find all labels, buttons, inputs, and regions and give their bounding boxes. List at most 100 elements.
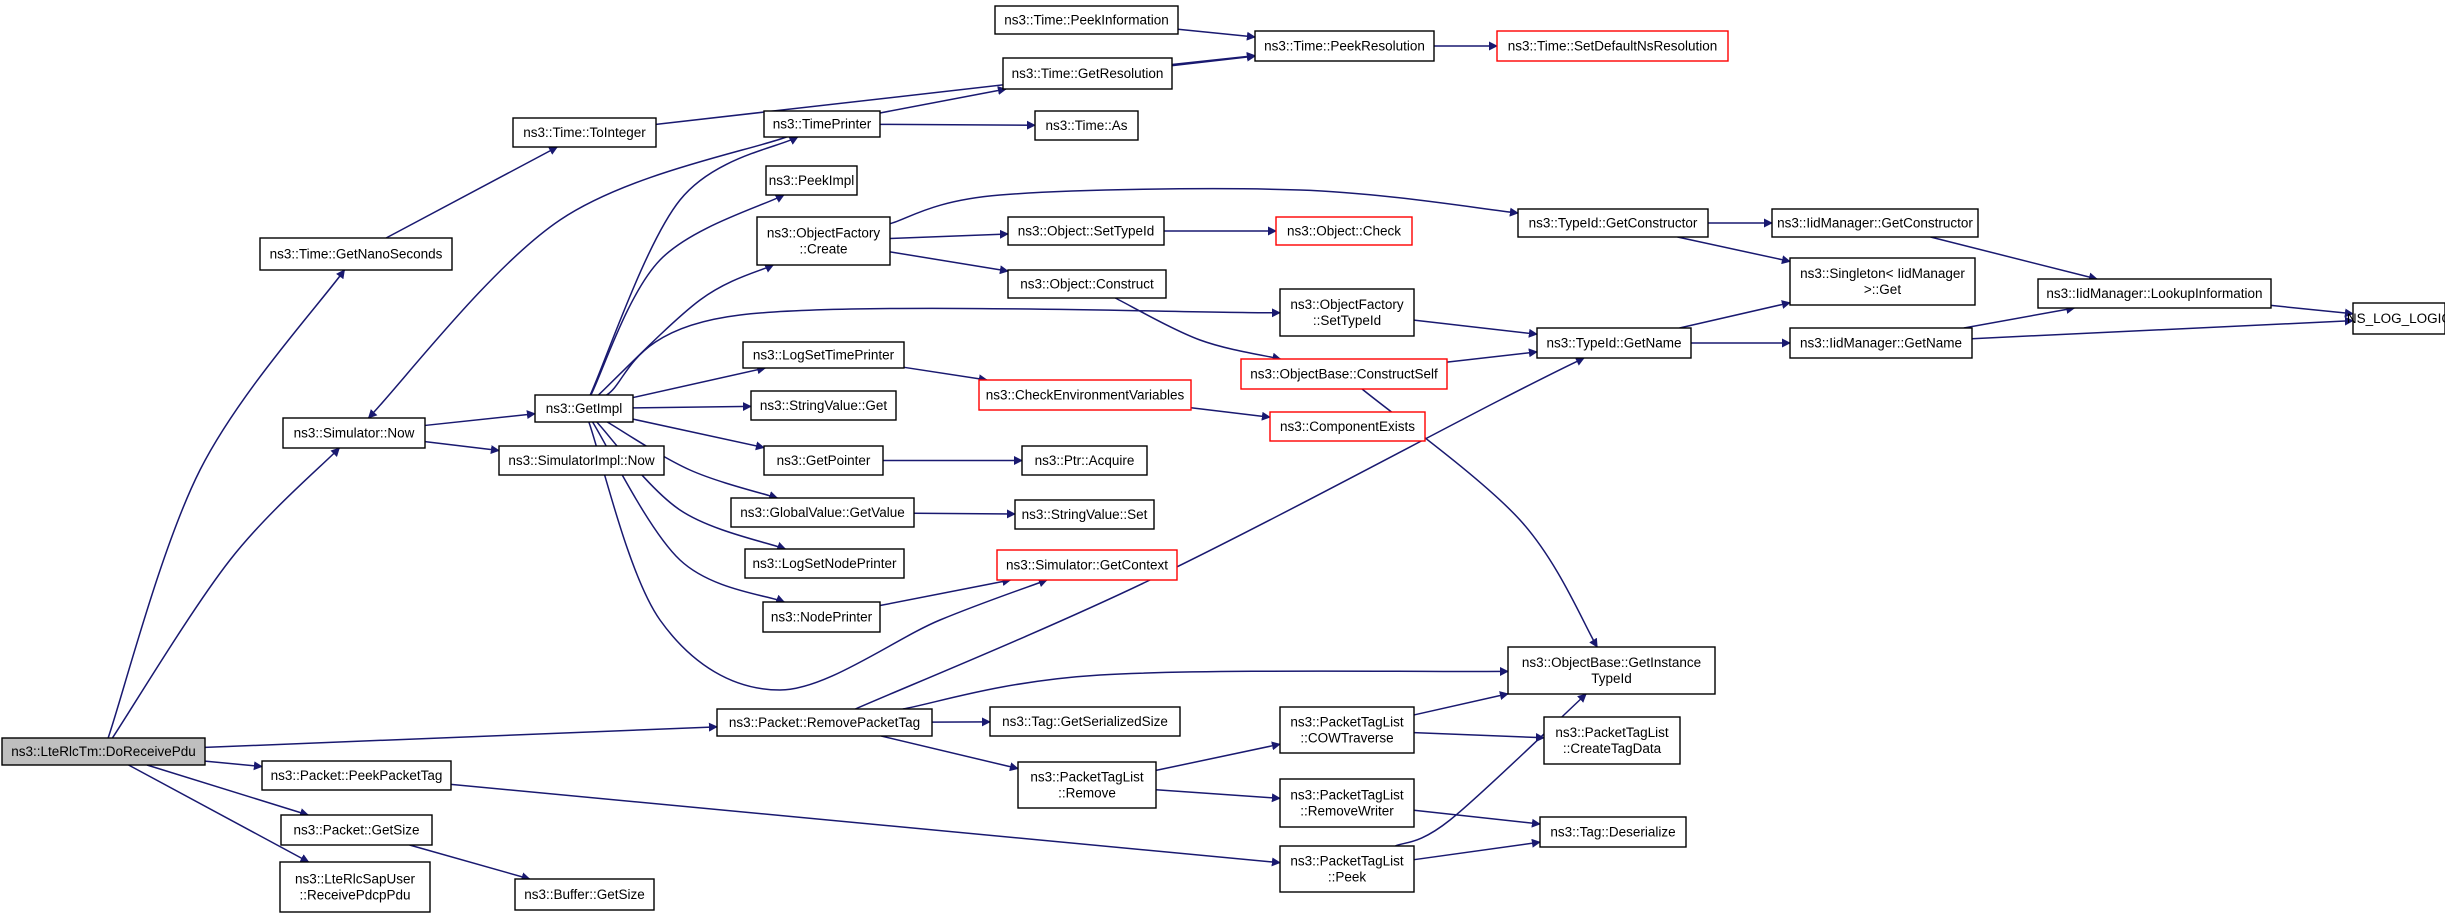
node-box: [1279, 845, 1415, 893]
node-objsettypeid[interactable]: ns3::Object::SetTypeId: [1007, 216, 1165, 246]
node-pktgetsize[interactable]: ns3::Packet::GetSize: [280, 814, 433, 846]
edge-ofcreate-to-objsettypeid: [889, 229, 1009, 240]
node-box: [1771, 208, 1979, 238]
node-label: ns3::ObjectBase::GetInstance: [1522, 655, 1701, 670]
edge-getimpl-to-ofsettypeid: [606, 307, 1281, 396]
node-gvgetvalue[interactable]: ns3::GlobalValue::GetValue: [730, 497, 915, 528]
node-label: ns3::Time::PeekInformation: [1004, 13, 1169, 28]
node-simnow[interactable]: ns3::Simulator::Now: [282, 417, 426, 449]
node-label: ns3::Time::PeekResolution: [1264, 39, 1425, 54]
node-strvalset[interactable]: ns3::StringValue::Set: [1014, 499, 1155, 530]
edge-peekpkttag-to-ptlpeek: [450, 783, 1281, 867]
node-box: [1, 737, 206, 766]
node-box: [1017, 761, 1157, 809]
node-timeprinter[interactable]: ns3::TimePrinter: [763, 110, 881, 138]
node-typeidgetname[interactable]: ns3::TypeId::GetName: [1536, 327, 1692, 359]
node-setdefns[interactable]: ns3::Time::SetDefaultNsResolution: [1496, 30, 1729, 62]
node-bufgetsize[interactable]: ns3::Buffer::GetSize: [514, 878, 655, 911]
node-label: ::Peek: [1328, 870, 1367, 885]
node-box: [1279, 706, 1415, 754]
node-label: ns3::Tag::Deserialize: [1550, 825, 1675, 840]
node-constructself[interactable]: ns3::ObjectBase::ConstructSelf: [1240, 358, 1448, 390]
node-label: ns3::Time::GetNanoSeconds: [270, 247, 443, 262]
node-ofcreate[interactable]: ns3::ObjectFactory::Create: [756, 216, 891, 266]
node-label: NS_LOG_LOGIC: [2347, 311, 2445, 326]
node-label: ns3::Time::ToInteger: [523, 125, 646, 140]
node-label: ns3::PacketTagList: [1555, 725, 1669, 740]
node-box: [742, 341, 905, 369]
node-logsetnp[interactable]: ns3::LogSetNodePrinter: [744, 548, 905, 579]
node-ptracquire[interactable]: ns3::Ptr::Acquire: [1021, 445, 1148, 476]
node-simimplnow[interactable]: ns3::SimulatorImpl::Now: [498, 445, 665, 476]
node-peekinfo[interactable]: ns3::Time::PeekInformation: [994, 5, 1179, 35]
node-peekpkttag[interactable]: ns3::Packet::PeekPacketTag: [261, 760, 452, 791]
edge-ptlcow-to-getinsttypeid: [1413, 691, 1509, 716]
node-nslog[interactable]: NS_LOG_LOGIC: [2347, 302, 2445, 335]
node-compexists[interactable]: ns3::ComponentExists: [1269, 411, 1426, 442]
node-simgetctx[interactable]: ns3::Simulator::GetContext: [996, 549, 1178, 581]
node-singleton[interactable]: ns3::Singleton< IidManager>::Get: [1789, 257, 1976, 306]
node-label: ns3::IidManager::GetName: [1800, 336, 1962, 351]
edge-getimpl-to-peekimpl: [590, 194, 785, 396]
node-label: ns3::Packet::GetSize: [293, 823, 419, 838]
edge-iidgetname-to-nslog: [1971, 316, 2354, 340]
node-logsettp[interactable]: ns3::LogSetTimePrinter: [742, 341, 905, 369]
edge-removepkttag-to-ptlremove: [881, 735, 1019, 772]
node-iidgetname[interactable]: ns3::IidManager::GetName: [1789, 327, 1973, 359]
node-box: [978, 379, 1192, 411]
node-box: [1014, 499, 1155, 530]
node-label: ns3::ComponentExists: [1280, 419, 1415, 434]
node-taggetser[interactable]: ns3::Tag::GetSerializedSize: [989, 706, 1181, 737]
node-ptlpeek[interactable]: ns3::PacketTagList::Peek: [1279, 845, 1415, 893]
node-label: ns3::PacketTagList: [1290, 854, 1404, 869]
node-checkenv[interactable]: ns3::CheckEnvironmentVariables: [978, 379, 1192, 411]
node-label: ns3::StringValue::Set: [1022, 507, 1148, 522]
node-getnano[interactable]: ns3::Time::GetNanoSeconds: [259, 237, 453, 271]
node-ptlcreate[interactable]: ns3::PacketTagList::CreateTagData: [1543, 716, 1681, 765]
node-box: [1543, 716, 1681, 765]
node-box: [1034, 110, 1139, 141]
node-getres[interactable]: ns3::Time::GetResolution: [1002, 57, 1173, 90]
node-objcheck[interactable]: ns3::Object::Check: [1275, 216, 1413, 246]
edge-root-to-saprecv: [128, 764, 310, 863]
node-iidgetctor[interactable]: ns3::IidManager::GetConstructor: [1771, 208, 1979, 238]
node-label: ns3::TypeId::GetConstructor: [1529, 216, 1698, 231]
node-label: ns3::ObjectBase::ConstructSelf: [1250, 367, 1438, 382]
node-peekimpl[interactable]: ns3::PeekImpl: [765, 165, 858, 196]
node-box: [498, 445, 665, 476]
node-box: [989, 706, 1181, 737]
edge-removepkttag-to-getinsttypeid: [902, 666, 1509, 710]
node-objconstruct[interactable]: ns3::Object::Construct: [1007, 269, 1167, 299]
edge-timeprinter-to-timeas: [879, 120, 1036, 130]
node-typeidgetctor[interactable]: ns3::TypeId::GetConstructor: [1517, 208, 1709, 238]
node-getpointer[interactable]: ns3::GetPointer: [763, 445, 884, 476]
edge-ofcreate-to-typeidgetctor: [889, 187, 1519, 225]
node-tointeger[interactable]: ns3::Time::ToInteger: [512, 117, 657, 148]
node-box: [756, 216, 891, 266]
node-ptlcow[interactable]: ns3::PacketTagList::COWTraverse: [1279, 706, 1415, 754]
edge-iidgetctor-to-lookupinfo: [1930, 236, 2098, 282]
node-box: [1254, 30, 1435, 62]
node-label: ::COWTraverse: [1300, 731, 1393, 746]
node-label: ns3::Tag::GetSerializedSize: [1002, 714, 1168, 729]
edge-checkenv-to-compexists: [1190, 406, 1271, 421]
node-root[interactable]: ns3::LteRlcTm::DoReceivePdu: [1, 737, 206, 766]
node-removepkttag[interactable]: ns3::Packet::RemovePacketTag: [716, 708, 933, 737]
node-ptlremove[interactable]: ns3::PacketTagList::Remove: [1017, 761, 1157, 809]
node-strvalget[interactable]: ns3::StringValue::Get: [750, 390, 897, 421]
node-timeas[interactable]: ns3::Time::As: [1034, 110, 1139, 141]
node-getimpl[interactable]: ns3::GetImpl: [534, 394, 634, 423]
node-ptlremwriter[interactable]: ns3::PacketTagList::RemoveWriter: [1279, 778, 1415, 828]
node-tagdeser[interactable]: ns3::Tag::Deserialize: [1539, 816, 1687, 848]
edge-getimpl-to-getpointer: [632, 418, 765, 451]
node-label: ns3::Object::SetTypeId: [1018, 224, 1155, 239]
node-peekres[interactable]: ns3::Time::PeekResolution: [1254, 30, 1435, 62]
edge-root-to-peekpkttag: [204, 760, 263, 771]
node-lookupinfo[interactable]: ns3::IidManager::LookupInformation: [2037, 278, 2272, 309]
node-nodeprinter[interactable]: ns3::NodePrinter: [762, 601, 881, 633]
node-ofsettypeid[interactable]: ns3::ObjectFactory::SetTypeId: [1279, 288, 1415, 337]
node-saprecv[interactable]: ns3::LteRlcSapUser::ReceivePdcpPdu: [279, 861, 431, 913]
edge-typeidgetname-to-singleton: [1679, 300, 1791, 329]
node-label: ns3::Object::Check: [1287, 224, 1401, 239]
